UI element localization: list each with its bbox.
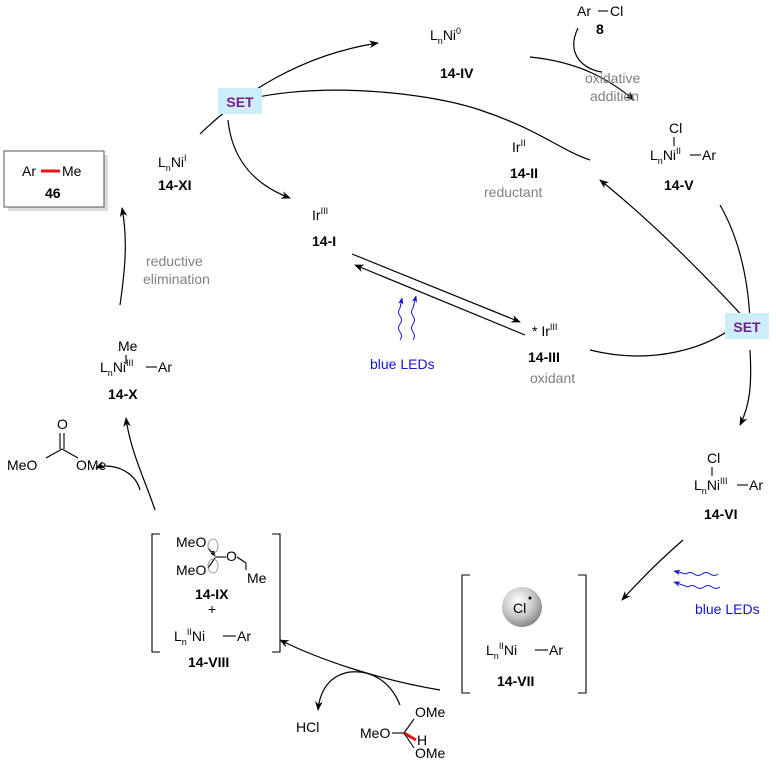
- species-14-IV: LnNi0 14-IV: [430, 26, 474, 81]
- species-14-III: * IrIII 14-III oxidant: [528, 322, 575, 386]
- svg-text:O: O: [226, 548, 237, 564]
- label-14-VI: 14-VI: [704, 506, 737, 522]
- species-14-VI: Cl LnNiIII Ar 14-VI: [694, 450, 763, 522]
- bracket-right-intermediates: Cl LnIINi Ar 14-VII: [461, 574, 587, 694]
- cycle-arrows: [95, 27, 752, 711]
- svg-text:Ar: Ar: [237, 628, 251, 644]
- hcl-label: HCl: [296, 719, 319, 735]
- svg-text:Ar: Ar: [702, 147, 716, 163]
- species-14-X: Me LnNiIII Ar 14-X: [100, 338, 172, 402]
- svg-text:Ar: Ar: [577, 3, 591, 19]
- svg-text:Me: Me: [62, 163, 82, 179]
- svg-text:LnIINi: LnIINi: [174, 627, 205, 647]
- svg-text:H: H: [417, 732, 427, 748]
- svg-text:MeO: MeO: [360, 725, 390, 741]
- species-14-V: Cl LnNiII Ar 14-V: [650, 120, 716, 193]
- trimethoxymethane: OMe MeO H OMe: [360, 704, 446, 761]
- reductive-elimination-line2: elimination: [143, 271, 210, 287]
- svg-text:MeO: MeO: [176, 562, 206, 578]
- oxidant-label: oxidant: [530, 370, 575, 386]
- blue-leds-right: blue LEDs: [673, 569, 760, 617]
- svg-text:LnIINi: LnIINi: [486, 641, 517, 661]
- set-box-right: SET: [725, 313, 769, 339]
- reductive-elimination-line1: reductive: [146, 253, 203, 269]
- label-14-I: 14-I: [312, 233, 336, 249]
- svg-text:MeO: MeO: [7, 457, 37, 473]
- svg-text:MeO: MeO: [176, 534, 206, 550]
- label-46: 46: [45, 185, 61, 201]
- label-14-V: 14-V: [664, 177, 694, 193]
- svg-text:Me: Me: [247, 570, 267, 586]
- label-14-VII: 14-VII: [497, 673, 534, 689]
- svg-text:Ar: Ar: [22, 163, 36, 179]
- svg-text:Cl: Cl: [707, 450, 720, 466]
- svg-text:Cl: Cl: [669, 120, 682, 136]
- label-14-IV: 14-IV: [440, 65, 474, 81]
- svg-text:IrIII: IrIII: [312, 206, 328, 223]
- label-14-II: 14-II: [510, 165, 538, 181]
- reductant-label: reductant: [484, 184, 542, 200]
- label-14-XI: 14-XI: [158, 177, 191, 193]
- species-14-II: IrII 14-II reductant: [484, 138, 542, 200]
- svg-text:SET: SET: [733, 319, 761, 335]
- svg-text:Ar: Ar: [549, 642, 563, 658]
- svg-text:LnNiIII: LnNiIII: [100, 358, 134, 378]
- bracket-left-intermediates: MeO MeO O Me 14-IX + LnIINi Ar 14-VIII: [151, 533, 281, 670]
- blue-leds-left: blue LEDs: [370, 295, 435, 372]
- dimethyl-carbonate: O MeO OMe: [7, 416, 107, 473]
- species-14-XI: LnNiI 14-XI: [158, 153, 191, 193]
- oxidative-addition-line2: addition: [590, 88, 639, 104]
- svg-text:LnNi0: LnNi0: [430, 26, 461, 46]
- label-14-III: 14-III: [528, 349, 560, 365]
- label-14-IX: 14-IX: [195, 586, 229, 602]
- svg-text:LnNiIII: LnNiIII: [694, 476, 728, 496]
- species-14-I: IrIII 14-I: [312, 206, 336, 249]
- label-14-VIII: 14-VIII: [188, 654, 229, 670]
- chlorine-radical-sphere: [502, 587, 542, 627]
- oxidative-addition-line1: oxidative: [585, 70, 640, 86]
- svg-text:blue LEDs: blue LEDs: [695, 601, 760, 617]
- svg-text:+: +: [208, 601, 216, 617]
- svg-text:Ar: Ar: [158, 359, 172, 375]
- svg-text:SET: SET: [226, 94, 254, 110]
- label-14-X: 14-X: [108, 386, 138, 402]
- product-46-box: Ar Me 46: [3, 150, 108, 211]
- svg-text:Ar: Ar: [749, 477, 763, 493]
- svg-text:Me: Me: [118, 338, 138, 354]
- svg-text:LnNiII: LnNiII: [650, 146, 681, 166]
- svg-text:LnNiI: LnNiI: [158, 153, 187, 173]
- set-box-left: SET: [218, 88, 262, 114]
- svg-text:OMe: OMe: [76, 457, 107, 473]
- svg-text:Cl: Cl: [513, 600, 526, 616]
- svg-text:OMe: OMe: [415, 745, 446, 761]
- label-8: 8: [596, 21, 604, 37]
- svg-text:IrII: IrII: [512, 138, 526, 155]
- svg-text:OMe: OMe: [415, 704, 446, 720]
- svg-text:O: O: [57, 416, 68, 432]
- species-8: Ar Cl 8: [577, 3, 623, 37]
- svg-text:Cl: Cl: [610, 3, 623, 19]
- svg-text:blue LEDs: blue LEDs: [370, 356, 435, 372]
- svg-text:* IrIII: * IrIII: [532, 322, 557, 339]
